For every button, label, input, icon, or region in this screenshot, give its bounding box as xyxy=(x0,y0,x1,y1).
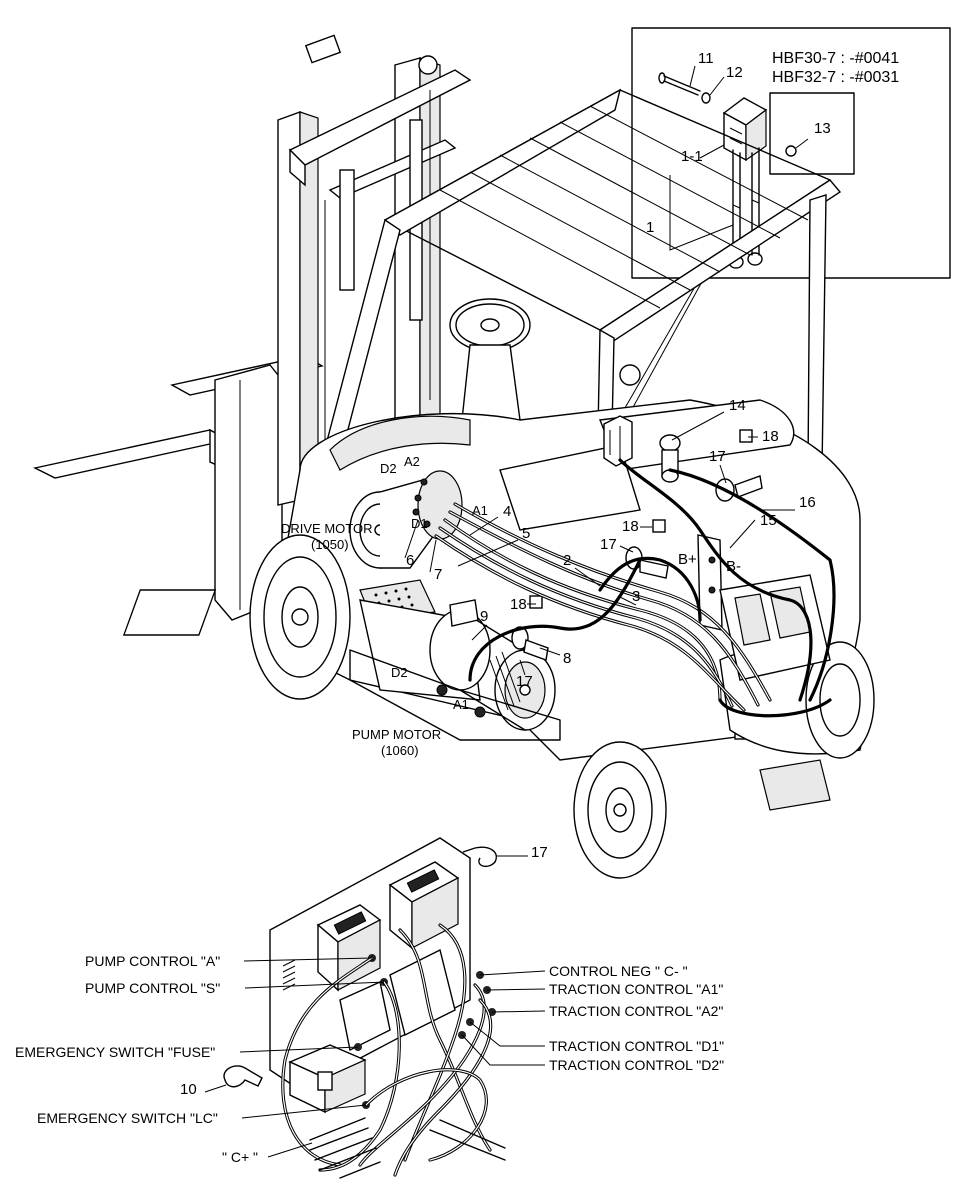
b-plus-label: B+ xyxy=(678,551,697,568)
clamp-10-detail xyxy=(204,1065,263,1093)
pump-motor-label: PUMP MOTOR xyxy=(352,727,442,742)
pump-motor-code: (1060) xyxy=(381,743,419,758)
model-range-1: HBF30-7 : -#0041 xyxy=(772,50,900,67)
callout-12: 12 xyxy=(726,64,743,81)
front-wheel xyxy=(249,534,351,700)
callout-3: 3 xyxy=(632,588,641,605)
emergency-switch xyxy=(288,1044,367,1114)
terminal-a1-pump: A1 xyxy=(453,697,469,712)
label-c-plus: " C+ " xyxy=(222,1149,259,1165)
label-emergency-switch-lc: EMERGENCY SWITCH "LC" xyxy=(37,1110,218,1126)
label-emergency-switch-fuse: EMERGENCY SWITCH "FUSE" xyxy=(15,1044,216,1060)
callout-14: 14 xyxy=(729,397,746,414)
inset-pointer xyxy=(617,277,701,421)
terminal-d2-drive: D2 xyxy=(380,461,397,476)
callout-13: 13 xyxy=(814,120,831,137)
cable-bundle xyxy=(434,458,836,718)
clamp-17-detail xyxy=(462,846,528,868)
label-control-neg: CONTROL NEG " C- " xyxy=(549,963,688,979)
model-range-2: HBF32-7 : -#0031 xyxy=(772,69,900,86)
callout-17-b: 17 xyxy=(600,536,617,553)
callout-18-b: 18 xyxy=(622,518,639,535)
callout-11: 11 xyxy=(698,50,714,67)
label-pump-control-s: PUMP CONTROL "S" xyxy=(85,980,221,996)
terminal-d2-pump: D2 xyxy=(391,665,408,680)
callout-9: 9 xyxy=(480,608,489,625)
callout-16: 16 xyxy=(799,494,816,511)
steering-wheel xyxy=(449,298,531,421)
pump-motor xyxy=(359,599,556,731)
callout-17-c: 17 xyxy=(516,673,533,690)
callout-leaders xyxy=(404,411,795,676)
label-traction-a2: TRACTION CONTROL "A2" xyxy=(549,1003,724,1019)
terminal-a2-drive: A2 xyxy=(404,454,420,469)
label-traction-d2: TRACTION CONTROL "D2" xyxy=(549,1057,725,1073)
battery-connector-installed xyxy=(603,415,633,467)
washer-12 xyxy=(701,92,711,104)
controller-leaders xyxy=(239,957,546,1158)
traction-controller-module xyxy=(388,861,460,950)
callout-17-d: 17 xyxy=(531,844,548,861)
bolt-11 xyxy=(658,72,701,96)
callout-7: 7 xyxy=(434,566,443,583)
drive-motor-code: (1050) xyxy=(311,537,349,552)
callout-15: 15 xyxy=(760,512,777,529)
terminal-a1-drive: A1 xyxy=(472,503,488,518)
forklift xyxy=(32,34,875,879)
controller-detail xyxy=(204,837,546,1179)
controller-installed xyxy=(697,534,831,681)
controller-cables xyxy=(281,923,506,1179)
b-minus-label: B- xyxy=(726,558,741,575)
callout-10: 10 xyxy=(180,1081,197,1098)
callout-17-a: 17 xyxy=(709,448,726,465)
callout-18-a: 18 xyxy=(762,428,779,445)
drive-motor-label: DRIVE MOTOR xyxy=(281,521,373,536)
inset-subframe xyxy=(769,92,855,175)
washer-13 xyxy=(785,145,797,157)
callout-18-c: 18 xyxy=(510,596,527,613)
overhead-guard xyxy=(321,88,842,471)
callout-1: 1 xyxy=(646,219,655,236)
drive-motor xyxy=(349,470,463,569)
label-traction-d1: TRACTION CONTROL "D1" xyxy=(549,1038,725,1054)
callout-4: 4 xyxy=(503,503,512,520)
vent-slots xyxy=(282,959,296,991)
callout-8: 8 xyxy=(563,650,572,667)
callout-2: 2 xyxy=(563,552,572,569)
label-traction-a1: TRACTION CONTROL "A1" xyxy=(549,981,724,997)
terminal-d1-drive: D1 xyxy=(411,516,428,531)
callout-5: 5 xyxy=(522,525,531,542)
callout-6: 6 xyxy=(406,552,415,569)
mast xyxy=(277,34,472,506)
label-pump-control-a: PUMP CONTROL "A" xyxy=(85,953,221,969)
inset-frame xyxy=(631,27,951,279)
callout-1-1: 1-1 xyxy=(681,148,703,165)
